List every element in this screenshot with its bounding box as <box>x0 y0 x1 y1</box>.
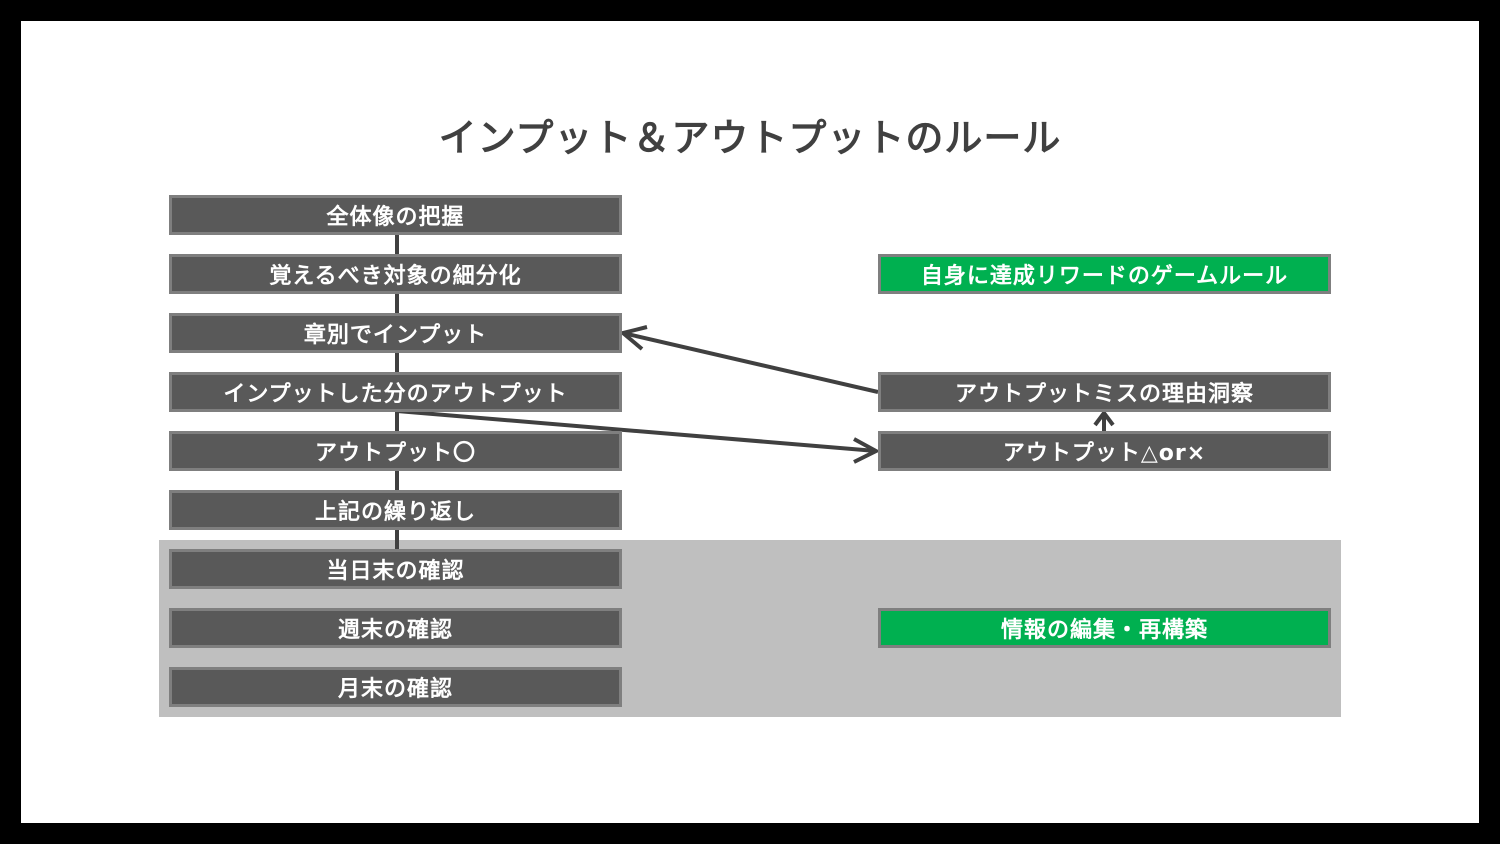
step-output-input: インプットした分のアウトプット <box>169 372 622 412</box>
arrow-miss-to-chapter-head <box>618 325 648 351</box>
arrow-output-to-bad-head <box>853 437 881 464</box>
step-monthly-review: 月末の確認 <box>169 667 622 707</box>
step-output-good: アウトプット〇 <box>169 431 622 471</box>
slide-title: インプット＆アウトプットのルール <box>438 116 1062 160</box>
arrow-output-to-bad <box>396 409 877 453</box>
step-chapter-input: 章別でインプット <box>169 313 622 353</box>
miss-reason-box: アウトプットミスの理由洞察 <box>878 372 1331 412</box>
output-bad-box: アウトプット△or× <box>878 431 1331 471</box>
step-weekly-review: 週末の確認 <box>169 608 622 648</box>
arrow-miss-to-chapter <box>622 331 879 394</box>
step-grasp-overview: 全体像の把握 <box>169 195 622 235</box>
reorganize-box: 情報の編集・再構築 <box>878 608 1331 648</box>
game-rule-box: 自身に達成リワードのゲームルール <box>878 254 1331 294</box>
step-subdivide-targets: 覚えるべき対象の細分化 <box>169 254 622 294</box>
slide: インプット＆アウトプットのルール 全体像の把握 覚えるべき対象の細分化 章別でイ… <box>21 21 1479 823</box>
step-repeat: 上記の繰り返し <box>169 490 622 530</box>
step-daily-review: 当日末の確認 <box>169 549 622 589</box>
arrow-bad-to-miss-head <box>1093 409 1115 427</box>
